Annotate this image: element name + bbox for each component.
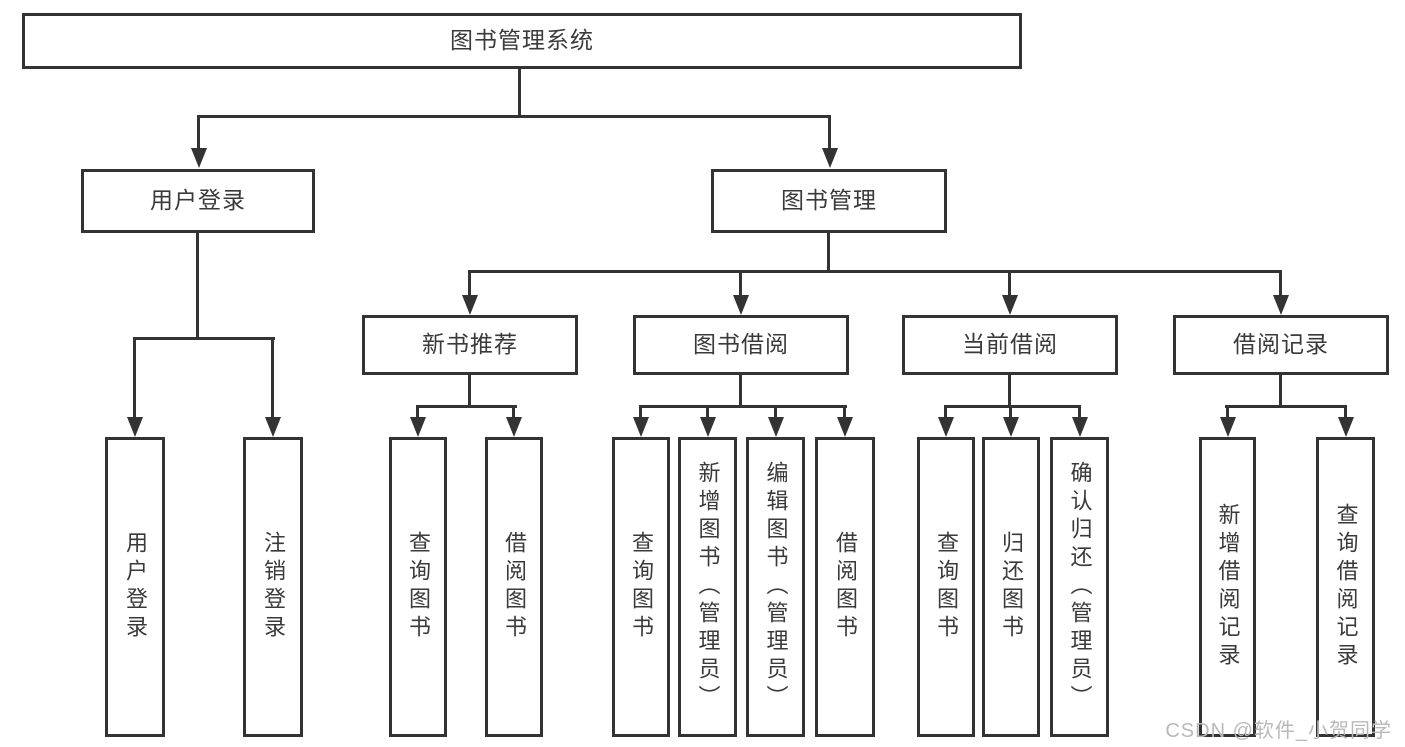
- arrow-down-icon: [1072, 417, 1088, 437]
- node-book-borrowing: 图书借阅: [633, 315, 849, 375]
- arrow-down-icon: [733, 295, 749, 315]
- leaf-query-books-current: 查询图书: [917, 437, 975, 737]
- connector-line: [828, 115, 831, 149]
- connector-line: [639, 405, 642, 418]
- connector-line: [416, 405, 517, 408]
- arrow-down-icon: [1003, 417, 1019, 437]
- arrow-down-icon: [1002, 295, 1018, 315]
- connector-line: [944, 405, 1081, 408]
- connector-line: [133, 337, 275, 340]
- arrow-down-icon: [1338, 417, 1354, 437]
- leaf-add-books-admin: 新增图书（管理员）: [678, 437, 737, 737]
- leaf-return-books: 归还图书: [982, 437, 1040, 737]
- connector-line: [1008, 375, 1011, 408]
- connector-line: [271, 337, 274, 418]
- node-book-management: 图书管理: [711, 169, 947, 233]
- connector-line: [1279, 375, 1282, 408]
- connector-line: [416, 405, 419, 418]
- arrow-down-icon: [938, 417, 954, 437]
- arrow-down-icon: [127, 417, 143, 437]
- connector-line: [1078, 405, 1081, 418]
- leaf-logout: 注销登录: [243, 437, 303, 737]
- connector-line: [197, 115, 831, 118]
- connector-line: [1008, 270, 1011, 296]
- connector-line: [1225, 405, 1347, 408]
- arrow-down-icon: [506, 417, 522, 437]
- connector-line: [1279, 270, 1282, 296]
- connector-line: [1009, 405, 1012, 418]
- connector-line: [739, 375, 742, 408]
- connector-line: [1226, 405, 1229, 418]
- connector-line: [827, 233, 830, 272]
- leaf-borrow-books-recommend: 借阅图书: [485, 437, 543, 737]
- connector-line: [468, 270, 1282, 273]
- connector-line: [774, 405, 777, 418]
- connector-line: [944, 405, 947, 418]
- arrow-down-icon: [410, 417, 426, 437]
- leaf-edit-books-admin: 编辑图书（管理员）: [746, 437, 805, 737]
- connector-line: [468, 375, 471, 408]
- arrow-down-icon: [837, 417, 853, 437]
- arrow-down-icon: [768, 417, 784, 437]
- arrow-down-icon: [822, 148, 838, 168]
- connector-line: [739, 270, 742, 296]
- connector-line: [133, 337, 136, 418]
- arrow-down-icon: [700, 417, 716, 437]
- node-library-system: 图书管理系统: [22, 13, 1022, 69]
- arrow-down-icon: [191, 148, 207, 168]
- leaf-query-books-borrowing: 查询图书: [612, 437, 670, 737]
- arrow-down-icon: [633, 417, 649, 437]
- leaf-query-borrow-record: 查询借阅记录: [1316, 437, 1375, 737]
- connector-line: [1344, 405, 1347, 418]
- connector-line: [706, 405, 709, 418]
- node-current-borrowing: 当前借阅: [902, 315, 1118, 375]
- leaf-query-books-recommend: 查询图书: [389, 437, 447, 737]
- node-user-login: 用户登录: [81, 169, 315, 233]
- node-borrowing-records: 借阅记录: [1173, 315, 1389, 375]
- connector-line: [843, 405, 846, 418]
- leaf-user-login: 用户登录: [105, 437, 165, 737]
- leaf-borrow-books-borrowing: 借阅图书: [815, 437, 875, 737]
- connector-line: [196, 233, 199, 340]
- arrow-down-icon: [1220, 417, 1236, 437]
- connector-line: [518, 69, 521, 118]
- connector-line: [512, 405, 515, 418]
- leaf-add-borrow-record: 新增借阅记录: [1199, 437, 1256, 737]
- watermark: CSDN @软件_小贺同学: [1165, 720, 1392, 742]
- arrow-down-icon: [265, 417, 281, 437]
- arrow-down-icon: [462, 295, 478, 315]
- leaf-confirm-return-admin: 确认归还（管理员）: [1050, 437, 1109, 737]
- connector-line: [468, 270, 471, 296]
- arrow-down-icon: [1273, 295, 1289, 315]
- connector-line: [197, 115, 200, 149]
- connector-line: [639, 405, 847, 408]
- node-new-book-recommend: 新书推荐: [362, 315, 578, 375]
